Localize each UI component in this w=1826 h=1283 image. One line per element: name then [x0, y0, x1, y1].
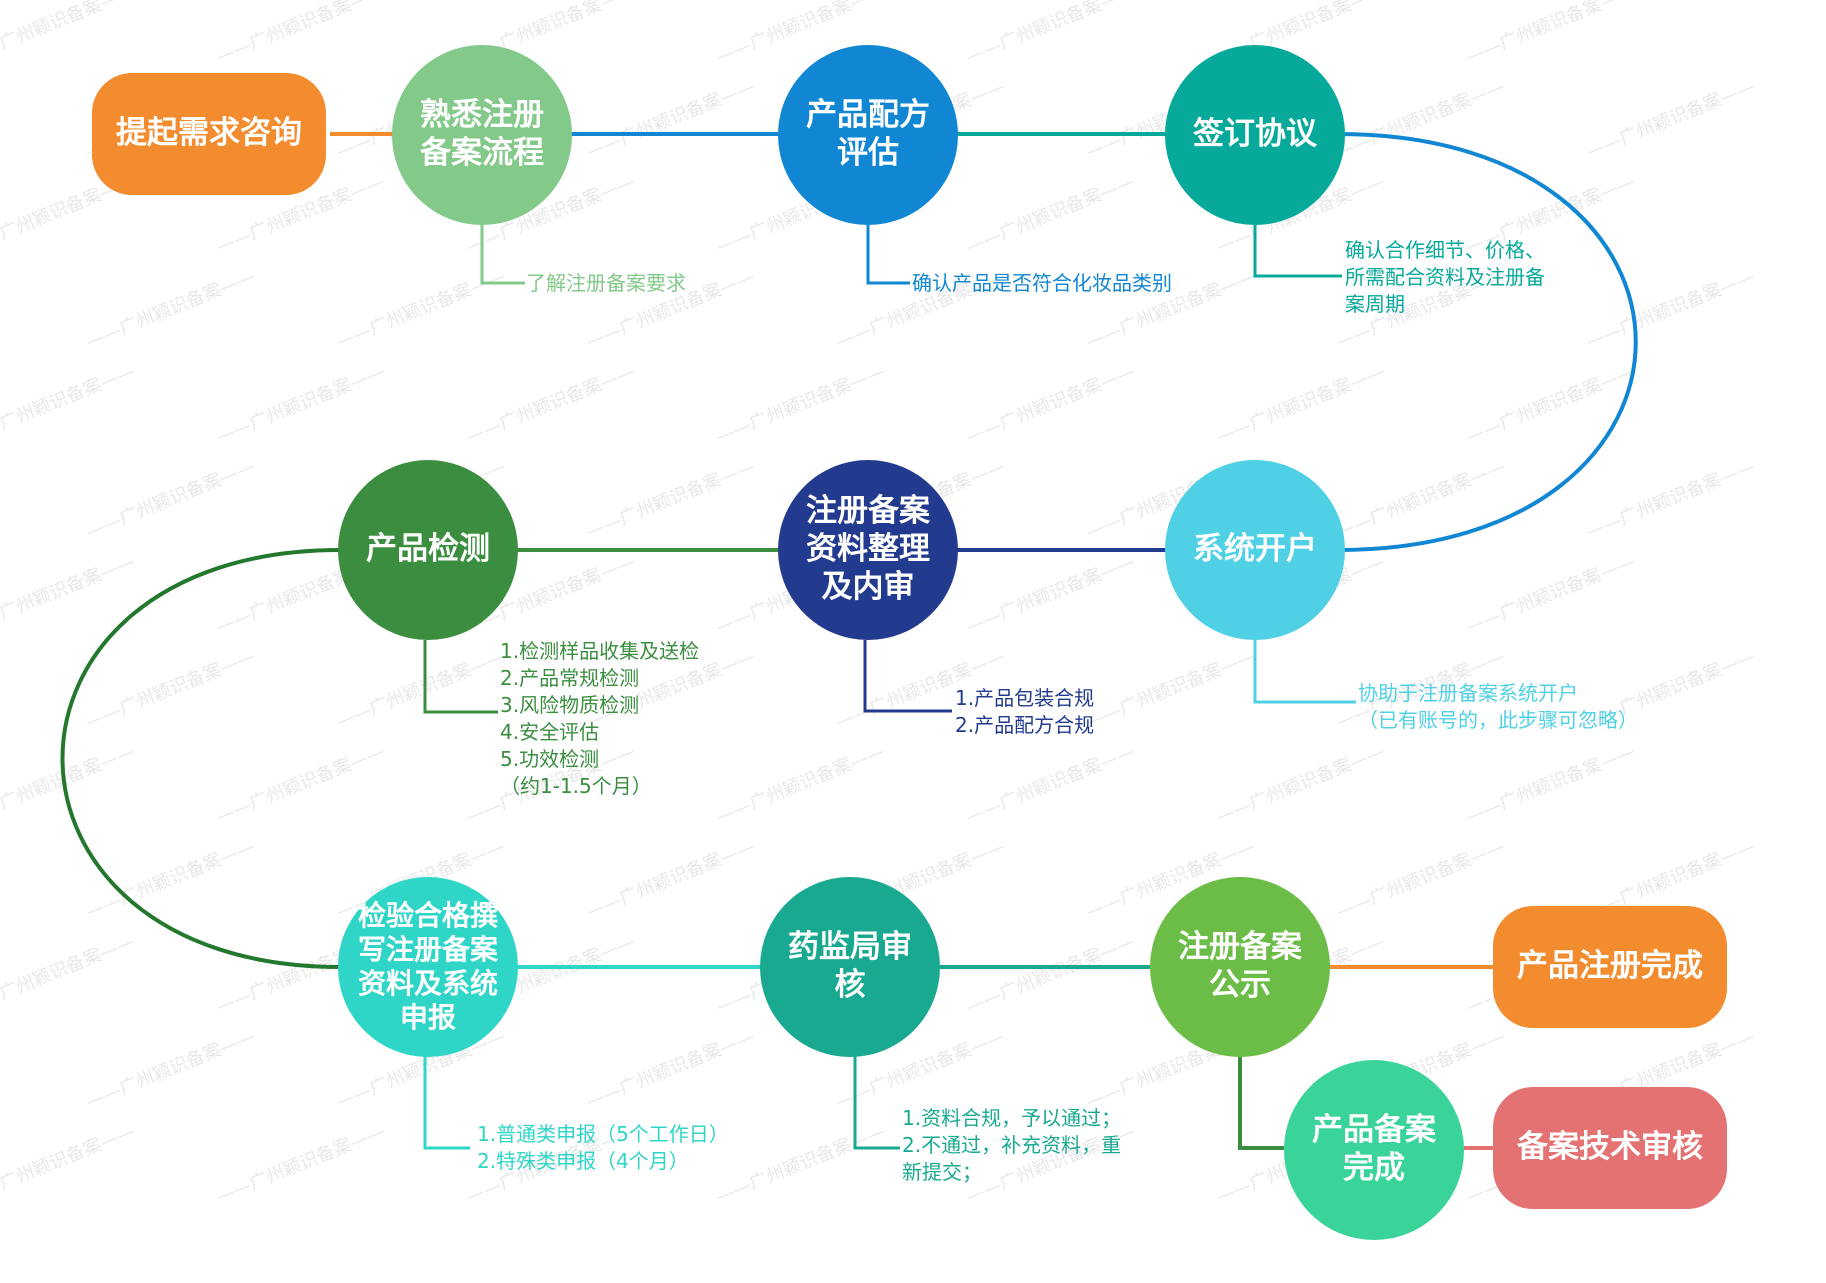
note-formula: 确认产品是否符合化妆品类别	[912, 271, 1172, 295]
note-line-account	[1253, 640, 1356, 704]
note-sign: 确认合作细节、价格、 所需配合资料及注册备 案周期	[1345, 238, 1545, 316]
node-prepare: 注册备案 资料整理 及内审	[778, 460, 958, 640]
node-review: 药监局审 核	[760, 877, 940, 1057]
node-submit: 检验合格撰 写注册备案 资料及系统 申报	[338, 877, 518, 1057]
note-submit: 1.普通类申报（5个工作日） 2.特殊类申报（4个月）	[477, 1122, 729, 1173]
connector-publish-filingdone	[1238, 1055, 1284, 1150]
connector-sign-account-curve	[1337, 132, 1638, 552]
note-familiar: 了解注册备案要求	[526, 271, 686, 295]
note-line-prepare	[863, 640, 952, 713]
node-formula: 产品配方 评估	[778, 45, 958, 225]
note-line-formula	[866, 225, 910, 285]
node-sign: 签订协议	[1165, 45, 1345, 225]
node-filing-complete: 产品备案 完成	[1284, 1060, 1464, 1240]
node-start: 提起需求咨询	[92, 73, 326, 195]
note-testing: 1.检测样品收集及送检 2.产品常规检测 3.风险物质检测 4.安全评估 5.功…	[500, 639, 700, 798]
note-account: 协助于注册备案系统开户 （已有账号的，此步骤可忽略）	[1358, 681, 1638, 732]
node-testing: 产品检测	[338, 460, 518, 640]
note-line-testing	[423, 640, 498, 714]
connector-testing-submit-curve	[60, 548, 341, 969]
node-publish: 注册备案 公示	[1150, 877, 1330, 1057]
note-prepare: 1.产品包装合规 2.产品配方合规	[955, 686, 1095, 737]
node-technical-review: 备案技术审核	[1493, 1087, 1727, 1209]
node-account: 系统开户	[1165, 460, 1345, 640]
note-line-review	[853, 1055, 900, 1150]
note-review: 1.资料合规，予以通过； 2.不通过，补充资料，重 新提交；	[902, 1106, 1122, 1184]
note-line-familiar	[480, 225, 525, 285]
node-familiar: 熟悉注册 备案流程	[392, 45, 572, 225]
note-line-sign	[1253, 225, 1342, 278]
node-registration-complete: 产品注册完成	[1493, 906, 1727, 1028]
note-line-submit	[423, 1055, 470, 1150]
